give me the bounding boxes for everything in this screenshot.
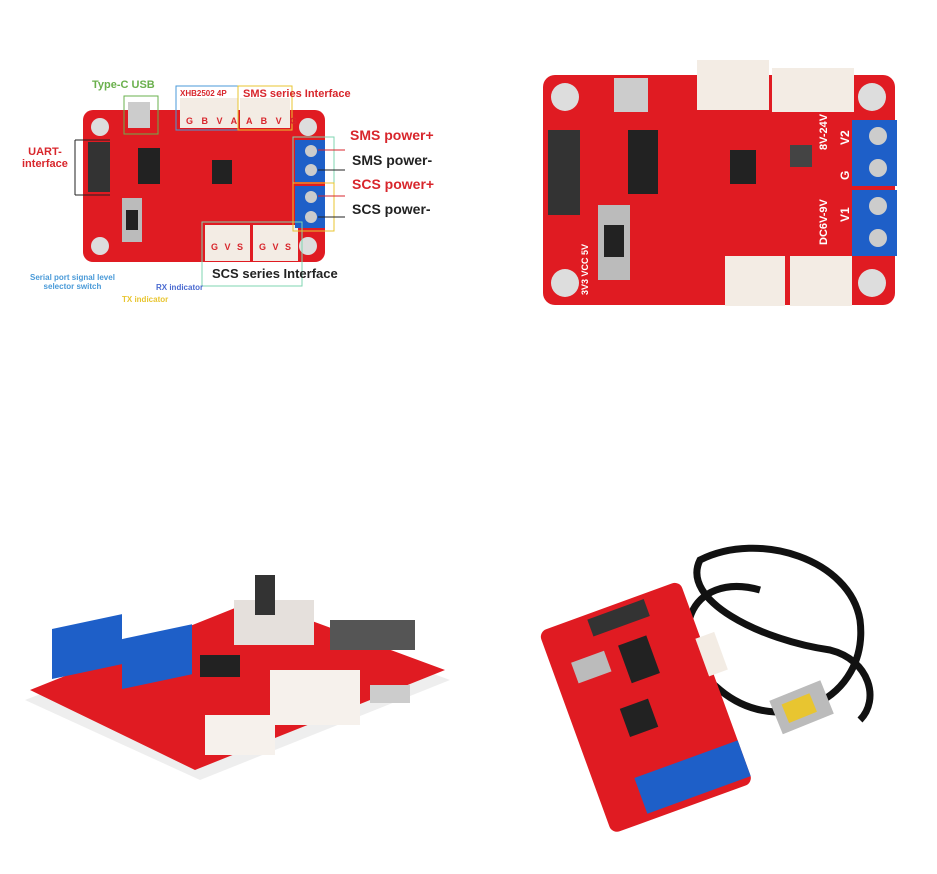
label-serial-switch: Serial port signal level selector switch [30, 273, 115, 291]
label-pins-gvs-2: G V S [259, 242, 294, 252]
label-pins-gbva: G B V A [186, 116, 241, 126]
connector-top-right [240, 98, 290, 128]
label-xhb2502: XHB2502 4P [180, 89, 227, 98]
label-tx-indicator: TX indicator [122, 295, 169, 304]
label-sms-power-plus: SMS power+ [350, 127, 434, 143]
label-type-c-usb: Type-C USB [92, 79, 155, 91]
label-scs-power-plus: SCS power+ [352, 176, 435, 192]
usb-port [128, 102, 150, 128]
label-sms-interface: SMS series Interface [243, 88, 351, 100]
label-rx-indicator: RX indicator [156, 283, 204, 292]
label-sms-power-minus: SMS power- [352, 152, 433, 168]
connector-top-left [180, 98, 238, 128]
label-scs-interface: SCS series Interface [212, 266, 338, 281]
label-uart-interface: UART- interface [22, 146, 68, 170]
label-scs-power-minus: SCS power- [352, 201, 431, 217]
label-pins-gvs-1: G V S [211, 242, 246, 252]
label-pins-abvg: A B V G [246, 116, 301, 126]
